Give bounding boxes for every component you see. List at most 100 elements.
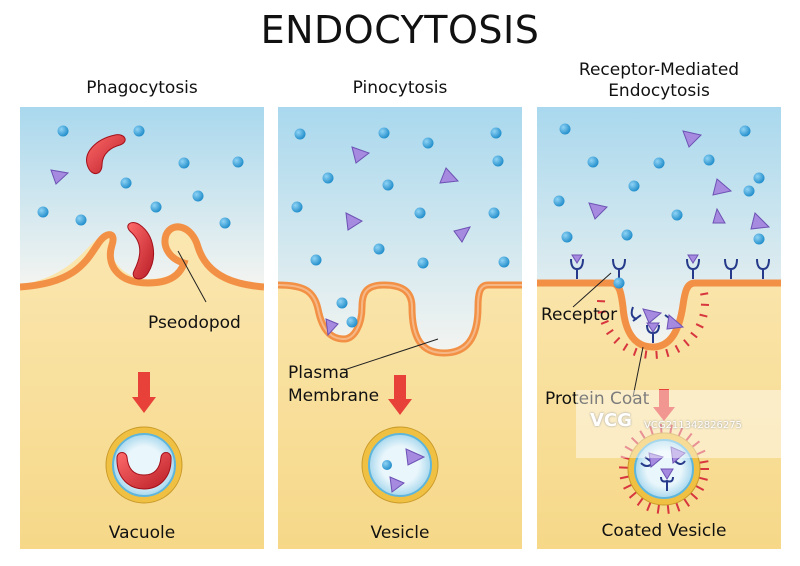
molecule (192, 190, 204, 202)
coat-spike (659, 424, 663, 434)
pseudopod-label: Pseodopod (148, 313, 241, 333)
molecule (75, 214, 87, 226)
pinocytosis-panel: Plasma Membrane Vesicle (278, 107, 522, 549)
coat-spike (685, 432, 693, 442)
molecule (37, 206, 49, 218)
coat-pointer (632, 346, 644, 398)
arrow-down-icon (653, 389, 675, 421)
coat-spike (683, 339, 690, 347)
receptor-mediated-title-line1: Receptor-Mediated (578, 60, 740, 80)
pseudopod-pointer (177, 250, 207, 303)
coat-spike (696, 449, 706, 456)
coat-spike (655, 350, 658, 359)
molecule (294, 128, 306, 140)
plasma-membrane (278, 281, 522, 357)
coat-spike (628, 491, 638, 499)
molecule (559, 123, 571, 135)
diagram-title: ENDOCYTOSIS (260, 8, 540, 52)
coat-spike (639, 430, 646, 440)
molecule (322, 172, 334, 184)
coat-spike (700, 292, 709, 296)
coat-spike (613, 336, 621, 344)
coat-spike (646, 502, 652, 512)
coat-spike (619, 475, 629, 480)
coat-spike (669, 424, 673, 434)
coat-spike (600, 320, 609, 325)
receptor (756, 258, 770, 279)
coat-spike (630, 437, 639, 445)
triangle-particle (712, 178, 733, 196)
molecule (310, 254, 322, 266)
bound-ligand (660, 468, 674, 480)
molecule (150, 201, 162, 213)
coat-spike (699, 313, 708, 318)
arrow-down-icon (388, 375, 412, 415)
coat-spike (691, 440, 701, 448)
plasma-membrane (537, 279, 781, 351)
coat-spike (675, 502, 681, 512)
molecule (613, 277, 625, 289)
coat-spike (698, 476, 708, 481)
triangle-particle (325, 318, 339, 337)
coat-spike (690, 331, 698, 339)
triangle-particle (712, 207, 726, 224)
coated-vesicle-spikes (618, 424, 709, 514)
molecule (382, 179, 394, 191)
coat-spike (597, 310, 606, 314)
molecule (373, 243, 385, 255)
coat-spike (649, 425, 654, 436)
triangle-particle (453, 226, 471, 243)
watermark-logo: VCG (590, 410, 632, 431)
molecule (178, 157, 190, 169)
triangle-particle (389, 476, 405, 493)
coat-spike (624, 445, 634, 452)
molecule (336, 297, 348, 309)
triangle-particle (588, 202, 608, 220)
molecule (219, 217, 231, 229)
protein-coat (596, 292, 710, 359)
receptor-mediated-panel: Receptor Protein Coat Coated Vesicle (537, 107, 781, 549)
digested-bacterium (116, 452, 172, 490)
plasma-label: Plasma (288, 363, 350, 383)
receptor (646, 324, 660, 343)
receptor-pointer (572, 272, 612, 308)
molecule (703, 154, 715, 166)
bound-ligand (687, 254, 699, 264)
membrane-label: Membrane (288, 386, 380, 406)
arrow-down-icon (132, 372, 156, 413)
bacterium (86, 134, 126, 174)
molecule (414, 207, 426, 219)
receptor (630, 306, 642, 322)
membrane-highlight (278, 283, 522, 355)
coat-spike (695, 485, 705, 492)
bound-ligand (666, 314, 685, 330)
engulfed-bacterium (127, 222, 155, 280)
coat-spike (644, 350, 648, 359)
molecule (57, 125, 69, 137)
molecule (628, 180, 640, 192)
receptor (686, 258, 700, 279)
molecule (621, 229, 633, 241)
phagocytosis-panel: Pseodopod Vacuole (20, 107, 264, 549)
molecule (291, 201, 303, 213)
membrane-pointer (343, 338, 439, 371)
watermark: VCG VCG211342826275 (576, 390, 800, 458)
molecules (291, 127, 510, 328)
molecule (382, 460, 392, 470)
receptor-mediated-title-line2: Endocytosis (608, 81, 710, 101)
coated-vesicle-caption: Coated Vesicle (601, 521, 727, 541)
triangle-particle (439, 167, 460, 184)
triangle-particle (351, 146, 371, 164)
coat-spike (677, 427, 684, 437)
molecule (671, 209, 683, 221)
coat-spike (623, 483, 633, 490)
molecule (346, 316, 358, 328)
coat-spike (622, 343, 629, 352)
molecules (553, 123, 765, 289)
triangle-particle (345, 212, 364, 231)
bound-ligand (648, 452, 665, 468)
molecule (753, 233, 765, 245)
receptor-mediated-title: Receptor-Mediated Endocytosis (537, 60, 781, 102)
coat-spike (690, 492, 699, 500)
receptor (724, 258, 738, 279)
